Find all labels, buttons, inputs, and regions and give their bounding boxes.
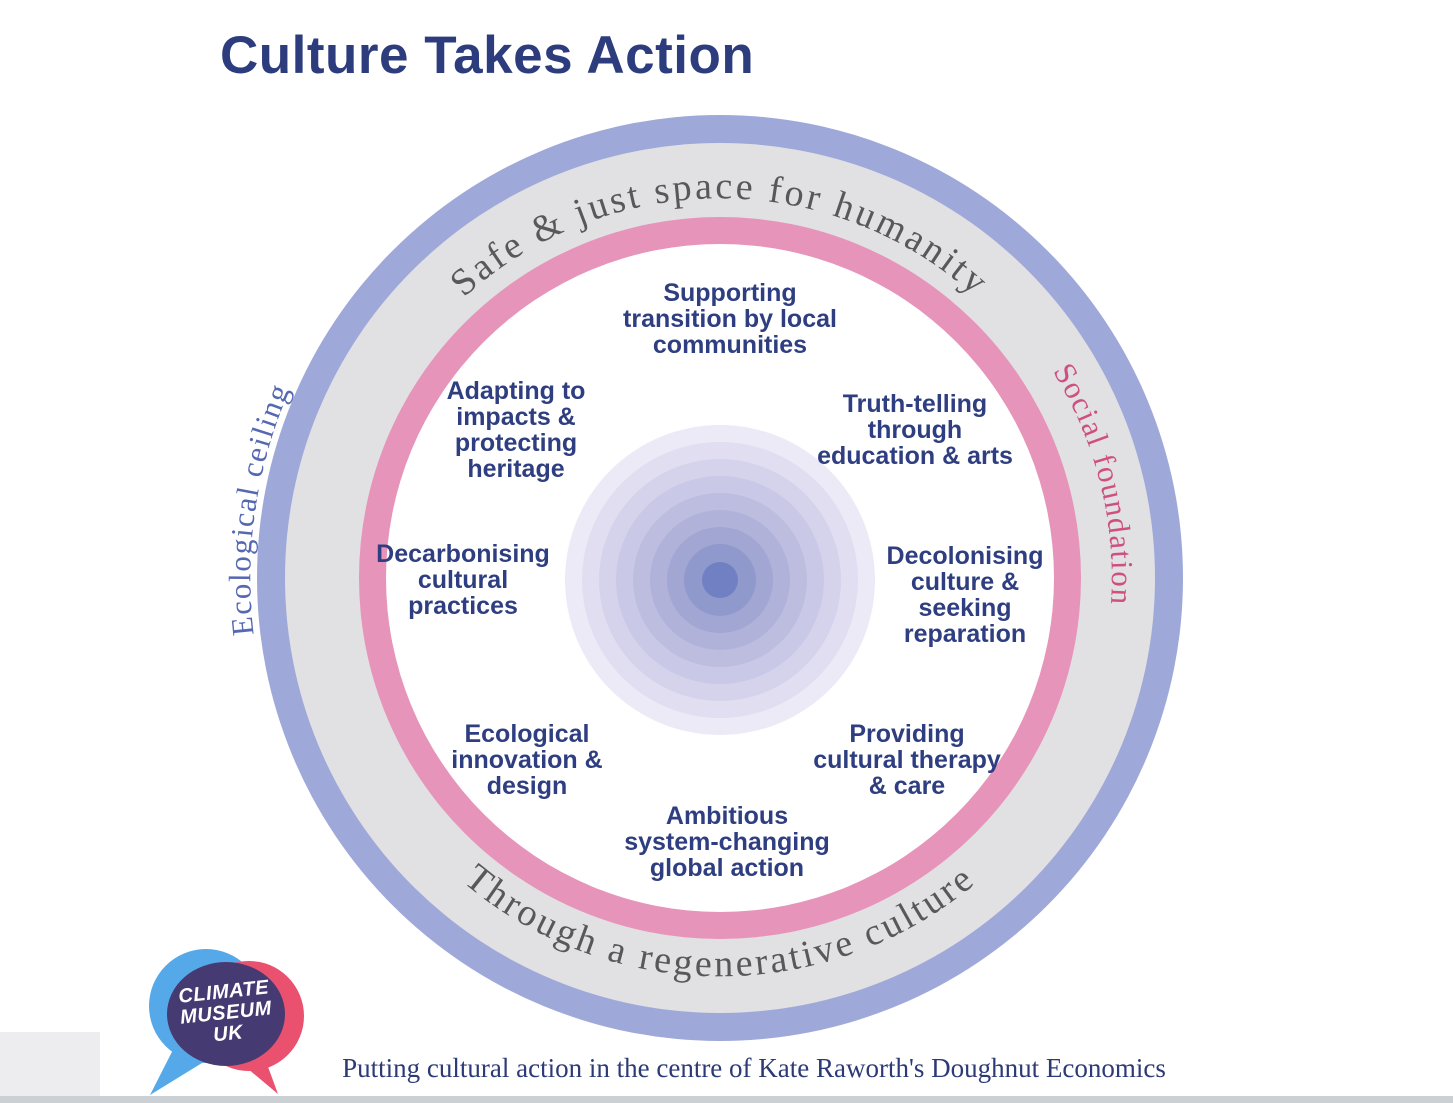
action-adapting-impacts: Adapting to impacts & protecting heritag… <box>366 378 666 482</box>
logo-purple-bubble <box>167 962 285 1066</box>
caption: Putting cultural action in the centre of… <box>342 1053 1166 1083</box>
action-label-line: Providing <box>849 720 965 748</box>
action-decarbonising: Decarbonising cultural practices <box>313 541 613 619</box>
action-label-line: design <box>486 772 568 800</box>
action-label-line: education & arts <box>817 442 1013 470</box>
action-label-line: impacts & <box>456 403 576 431</box>
action-label-line: reparation <box>903 620 1027 648</box>
action-cultural-therapy: Providing cultural therapy & care <box>757 721 1057 799</box>
action-label-line: Decarbonising <box>376 540 550 568</box>
climate-museum-uk-logo <box>149 949 304 1095</box>
bullseye-ring <box>702 562 738 598</box>
action-label-line: communities <box>652 331 808 359</box>
action-label-line: protecting <box>454 429 578 457</box>
action-label-line: culture & <box>910 568 1020 596</box>
action-label-line: Adapting to <box>446 377 586 405</box>
action-ecological-innovation: Ecological innovation & design <box>377 721 677 799</box>
action-global-action: Ambitious system-changing global action <box>577 803 877 881</box>
action-label-line: practices <box>408 592 518 620</box>
action-label-line: transition by local <box>623 305 837 333</box>
action-label-line: heritage <box>467 455 565 483</box>
action-label-line: Ecological <box>464 720 590 748</box>
action-label-line: cultural <box>417 566 509 594</box>
action-decolonising: Decolonising culture & seeking reparatio… <box>815 543 1115 647</box>
page-edge-patch <box>0 1032 100 1096</box>
action-label-line: Decolonising <box>886 542 1044 570</box>
center-bullseye <box>565 425 875 735</box>
page-title: Culture Takes Action <box>220 26 755 85</box>
action-label-line: Supporting <box>663 279 797 307</box>
action-label-line: innovation & <box>451 746 603 774</box>
action-label-line: system-changing <box>624 828 830 856</box>
action-label-line: Ambitious <box>665 802 789 830</box>
action-truth-telling: Truth-telling through education & arts <box>765 391 1065 469</box>
action-label-line: Truth-telling <box>842 390 988 418</box>
action-label-line: cultural therapy <box>813 746 1001 774</box>
action-label-line: & care <box>868 772 946 800</box>
action-label-line: global action <box>649 854 805 882</box>
bottom-edge-strip <box>0 1096 1453 1103</box>
action-supporting-transition: Supporting transition by local communiti… <box>580 280 880 358</box>
action-label-line: through <box>867 416 963 444</box>
logo-wordmark: CLIMATE MUSEUM UK <box>159 975 293 1051</box>
action-label-line: seeking <box>918 594 1012 622</box>
